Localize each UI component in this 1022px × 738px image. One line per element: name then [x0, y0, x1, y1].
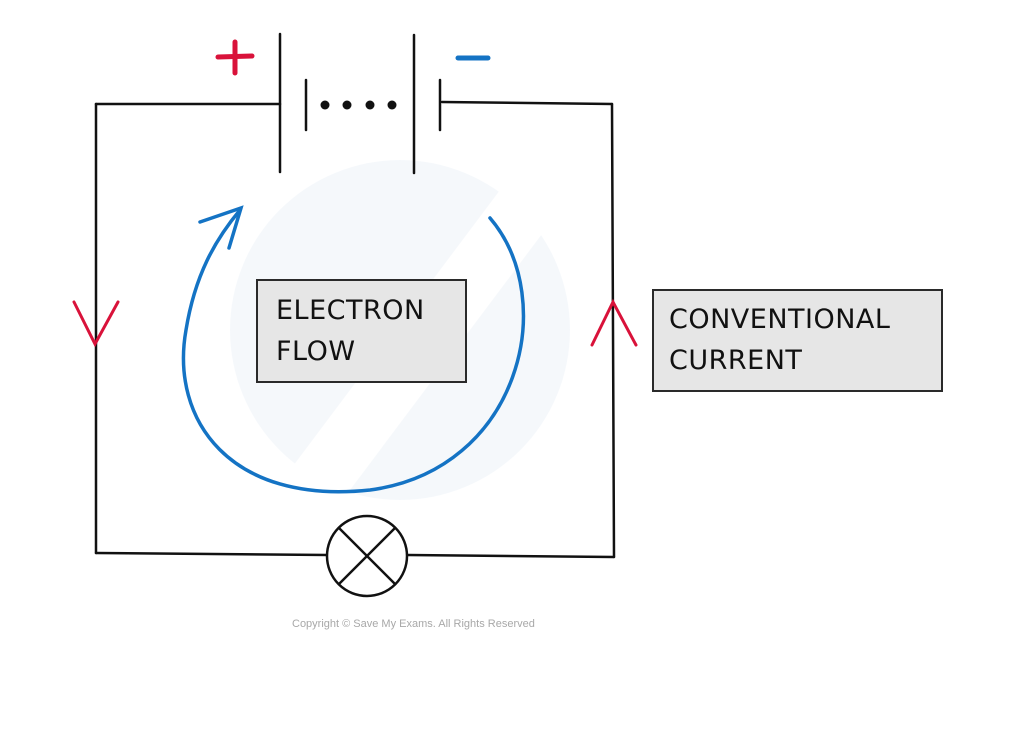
battery-symbol	[278, 32, 442, 175]
conventional-current-label-line1: CONVENTIONAL	[669, 304, 891, 335]
electron-flow-arrow-icon	[181, 205, 526, 494]
conventional-current-arrow-up-icon	[590, 298, 638, 347]
electron-flow-label-line2: FLOW	[276, 335, 356, 367]
conventional-current-arrow-down-icon	[72, 300, 120, 348]
conventional-current-label-line2: CURRENT	[669, 344, 803, 376]
copyright-notice: Copyright © Save My Exams. All Rights Re…	[292, 618, 535, 630]
battery-dots	[320, 100, 397, 110]
electron-flow-label-line1: ELECTRON	[276, 295, 425, 326]
lamp-symbol	[325, 514, 409, 598]
wire-top-right	[440, 100, 614, 106]
conventional-current-label: CONVENTIONAL CURRENT	[652, 289, 943, 392]
wire-bottom-right	[406, 553, 616, 559]
circuit-wires	[94, 100, 616, 559]
wire-bottom-left	[94, 551, 330, 557]
electron-flow-label: ELECTRON FLOW	[256, 279, 467, 383]
positive-terminal-icon	[215, 39, 255, 76]
wire-right	[610, 102, 616, 559]
